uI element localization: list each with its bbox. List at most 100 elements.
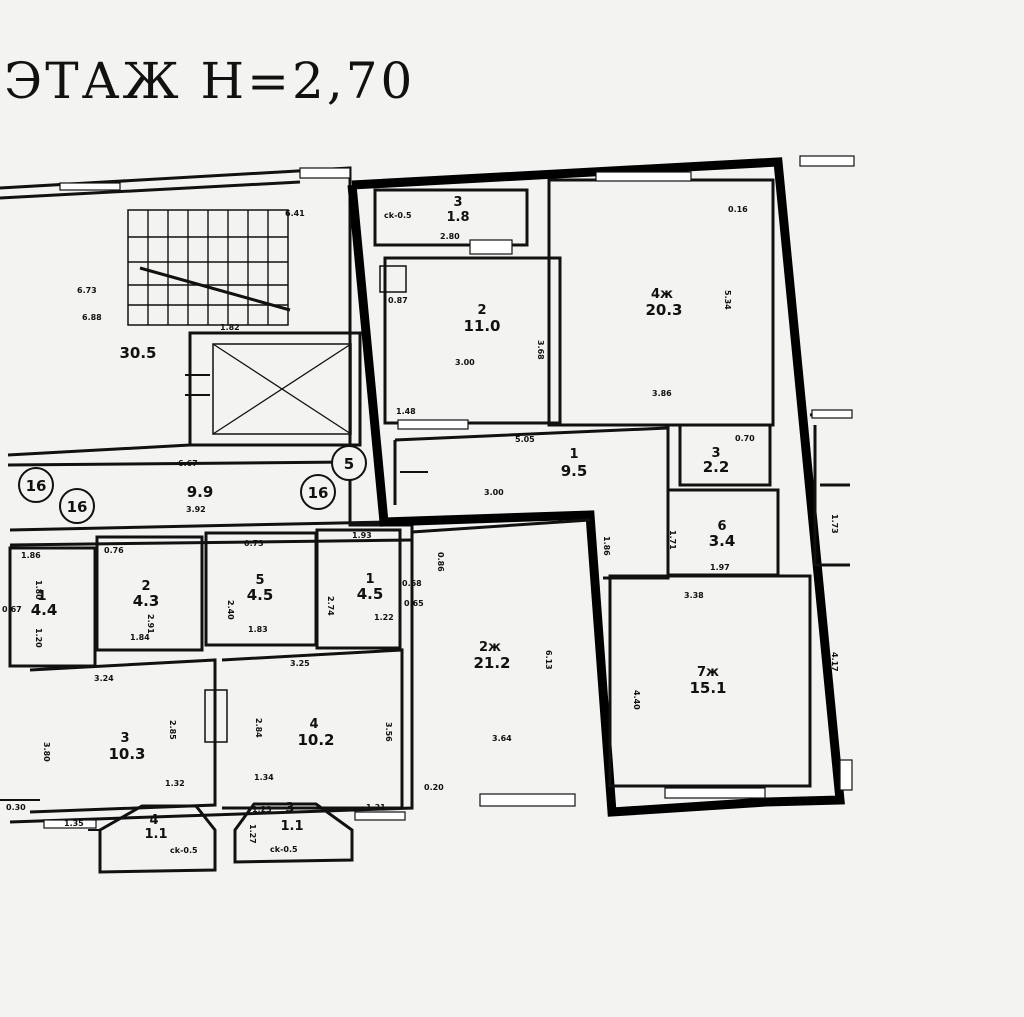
room-area: 20.3 [645, 301, 682, 319]
room-number: 4 [309, 717, 318, 732]
room-number: 1 [365, 572, 374, 587]
room-labels: 30.5 9.9 3 1.8 ck-0.5 2 11.0 4ж 20.3 1 9… [31, 195, 736, 855]
staircase [127, 209, 291, 326]
dimension-label: 2.91 [146, 614, 155, 634]
room-number: 5 [255, 573, 264, 588]
axis-markers: 16 16 16 5 [18, 445, 367, 524]
room-area: 30.5 [119, 344, 156, 362]
room-area: 9.9 [187, 483, 214, 501]
room-number: 2 [141, 579, 150, 594]
room-number: 4ж [651, 287, 673, 302]
dimension-label: 0.73 [244, 539, 264, 548]
room-area: 1.1 [144, 827, 167, 842]
dimension-label: 0.68 [402, 579, 422, 588]
axis-mark: 16 [59, 488, 95, 524]
dimension-label: 4.17 [830, 652, 839, 672]
dimension-label: 0.65 [404, 599, 424, 608]
axis-mark: 16 [300, 474, 336, 510]
dimension-label: 1.23 [252, 805, 272, 814]
dimension-label: 1.83 [248, 625, 268, 634]
dimension-label: 2.84 [254, 718, 263, 738]
dimension-label: 1.35 [64, 819, 84, 828]
dimension-label: 1.32 [165, 779, 185, 788]
room-number: 1 [569, 447, 578, 462]
room-number: 3 [453, 195, 462, 210]
room-number: 2 [477, 303, 486, 318]
dimension-label: 0.16 [728, 205, 748, 214]
interior-walls-left [0, 443, 413, 874]
apartment-outline [347, 157, 845, 817]
dimension-label: 0.86 [436, 552, 445, 572]
room-number: 7ж [697, 665, 719, 680]
dimension-label: 3.64 [492, 734, 512, 743]
dimension-label: 1.71 [668, 530, 677, 550]
dimension-label: 1.86 [21, 551, 41, 560]
dimension-label: 3.24 [94, 674, 114, 683]
room-note: ck-0.5 [270, 845, 298, 854]
dimension-label: 1.80 [34, 580, 43, 600]
dimension-label: 3.25 [290, 659, 310, 668]
axis-mark: 5 [331, 445, 367, 481]
room-number: 3 [285, 801, 294, 816]
dimension-label: 3.80 [42, 742, 51, 762]
dimension-label: 1.48 [396, 407, 416, 416]
dimension-label: 1.73 [830, 514, 839, 534]
dimension-label: 3.00 [455, 358, 475, 367]
dimension-label: 0.30 [6, 803, 26, 812]
room-note: ck-0.5 [384, 211, 412, 220]
dimension-label: 1.22 [374, 613, 394, 622]
room-number: 3 [711, 446, 720, 461]
floor-title: ЭТАЖ Н=2,70 [4, 52, 416, 110]
room-area: 4.4 [31, 601, 58, 619]
room-area: 2.2 [703, 458, 730, 476]
dimension-label: 1.31 [366, 803, 386, 812]
dimension-label: 3.92 [186, 505, 206, 514]
room-number: 4 [149, 813, 158, 828]
svg-text:16: 16 [26, 477, 47, 495]
svg-text:16: 16 [308, 484, 329, 502]
dimension-label: 3.68 [536, 340, 545, 360]
room-area: 1.8 [446, 210, 469, 225]
room-number: 1 [37, 589, 46, 604]
dimension-label: 6.73 [77, 286, 97, 295]
dimension-label: 2.85 [168, 720, 177, 740]
dimension-labels: 6.73 6.41 1.82 6.67 3.92 6.88 3.00 1.48 … [2, 205, 839, 844]
dimension-label: 4.40 [632, 690, 641, 710]
dimension-label: 6.67 [178, 459, 198, 468]
dimension-label: 1.84 [130, 633, 150, 642]
dimension-label: 1.97 [710, 563, 730, 572]
room-area: 10.3 [108, 745, 145, 763]
dimension-label: 6.13 [544, 650, 553, 670]
room-area: 3.4 [709, 532, 736, 550]
room-area: 4.5 [357, 585, 384, 603]
dimension-label: 3.56 [384, 722, 393, 742]
dimension-label: 1.82 [220, 323, 240, 332]
room-area: 9.5 [561, 462, 588, 480]
room-area: 21.2 [473, 654, 510, 672]
dimension-label: 0.67 [2, 605, 22, 614]
dimension-label: 3.86 [652, 389, 672, 398]
dimension-label: 1.20 [34, 628, 43, 648]
room-area: 4.3 [133, 592, 160, 610]
dimension-label: 0.70 [735, 434, 755, 443]
room-area: 4.5 [247, 586, 274, 604]
dimension-label: 6.41 [285, 209, 305, 218]
room-area: 1.1 [280, 819, 303, 834]
dimension-label: 3.38 [684, 591, 704, 600]
room-area: 15.1 [689, 679, 726, 697]
dimension-label: 3.00 [484, 488, 504, 497]
dimension-label: 0.20 [424, 783, 444, 792]
dimension-label: 2.40 [226, 600, 235, 620]
elevator-shaft [188, 331, 362, 447]
room-number: 2ж [479, 640, 501, 655]
room-note: ck-0.5 [170, 846, 198, 855]
dimension-label: 0.87 [388, 296, 408, 305]
dimension-label: 1.34 [254, 773, 274, 782]
neighbour-walls [809, 409, 853, 791]
dimension-label: 6.88 [82, 313, 102, 322]
dimension-label: 1.27 [248, 824, 257, 844]
dimension-label: 1.86 [602, 536, 611, 556]
dimension-label: 2.80 [440, 232, 460, 241]
svg-text:16: 16 [67, 498, 88, 516]
